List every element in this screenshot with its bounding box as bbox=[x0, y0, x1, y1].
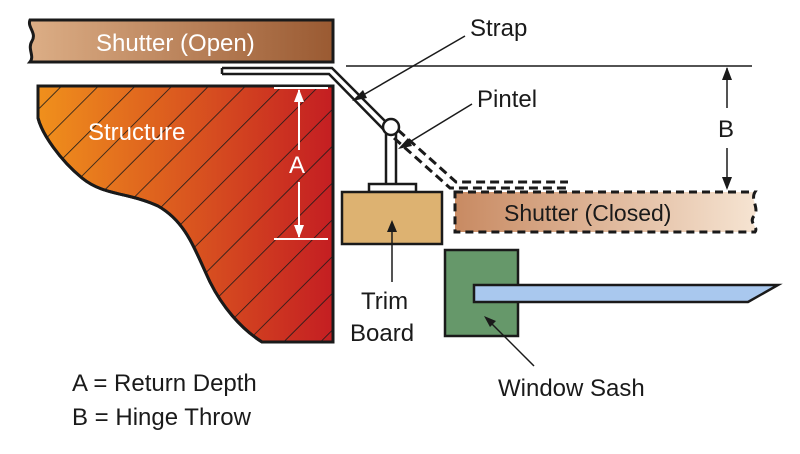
trim-label-line1: Trim bbox=[361, 288, 408, 315]
dimension-b-label: B bbox=[718, 116, 734, 143]
dimension-b bbox=[346, 65, 752, 190]
legend-return-depth: A = Return Depth bbox=[72, 370, 257, 397]
structure-label: Structure bbox=[88, 119, 185, 146]
pintel bbox=[367, 117, 418, 194]
strap-callout bbox=[352, 35, 466, 101]
sash-callout bbox=[484, 316, 535, 367]
window-sash-label: Window Sash bbox=[498, 375, 645, 402]
shutter-closed-label: Shutter (Closed) bbox=[504, 200, 671, 226]
strap-label: Strap bbox=[470, 15, 527, 42]
trim-callout bbox=[387, 220, 397, 282]
shutter-closed bbox=[453, 190, 758, 234]
shutter-open bbox=[26, 18, 335, 64]
legend-hinge-throw: B = Hinge Throw bbox=[72, 404, 252, 431]
window-glass bbox=[472, 283, 783, 304]
pintel-callout bbox=[398, 103, 473, 149]
shutter-open-label: Shutter (Open) bbox=[96, 30, 255, 57]
dimension-a bbox=[274, 87, 328, 240]
trim-label-line2: Board bbox=[350, 320, 414, 347]
strap-open bbox=[220, 66, 393, 133]
dimension-a-label: A bbox=[289, 152, 305, 179]
strap-closed bbox=[393, 128, 568, 190]
pintel-label: Pintel bbox=[477, 86, 537, 113]
